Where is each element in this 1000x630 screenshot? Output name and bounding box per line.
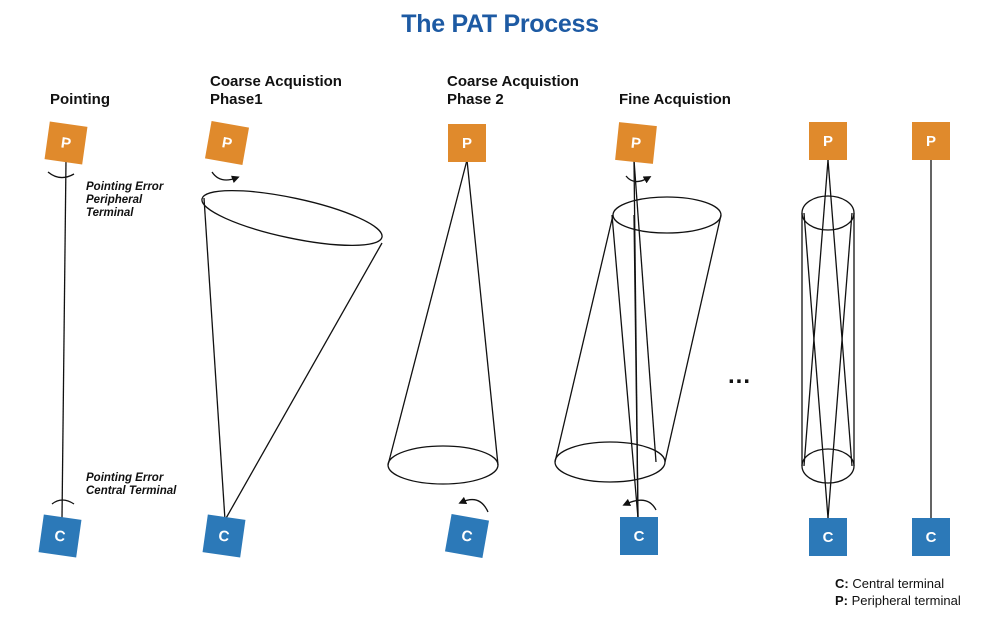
peripheral-terminal: P [448,124,486,162]
peripheral-terminal: P [44,121,88,165]
beam-cone-edge [633,159,657,463]
note-line: Pointing Error [86,472,164,484]
beam-cone-edge [466,159,499,466]
central-terminal: C [809,518,847,556]
note-line: Terminal [86,207,134,219]
beam-cone-edge [827,212,853,519]
central-terminal: C [912,518,950,556]
phase-label-line: Coarse Acquistion [210,73,342,90]
beam-cone-ellipse [201,189,383,247]
rotation-arrow-icon [458,496,489,513]
beam-cone-edge [203,197,226,521]
peripheral-terminal: P [912,122,950,160]
central-terminal: C [38,514,82,558]
note-line: Peripheral [86,194,143,206]
central-terminal: C [202,514,246,558]
phase-label-fine: Fine Acquistion [619,91,731,109]
peripheral-terminal: P [204,120,250,166]
phase-label-line: Phase 2 [447,91,504,108]
legend-key: P: [835,593,848,608]
beam-cone-ellipse [612,196,722,234]
diagram-title: The PAT Process [401,10,599,38]
beam-cone-edge [803,159,829,467]
peripheral-terminal: P [615,122,657,164]
legend-text: Peripheral terminal [851,593,961,608]
phase-label-coarse-2: Coarse Acquistion Phase 2 [447,73,579,109]
phase-label-line: Phase1 [210,91,263,108]
beam-cone-ellipse [387,445,499,485]
beam-cone-edge [611,214,639,519]
central-terminal: C [444,513,490,559]
phase-label-line: Pointing [50,91,110,108]
beam-cone-edge [827,159,853,467]
phase-label-coarse-1: Coarse Acquistion Phase1 [210,73,342,109]
pointing-beam-line [61,159,67,519]
rotation-arrow-icon [622,498,657,511]
beam-cone-edge [554,214,614,463]
beam-cone-ellipse [554,441,666,483]
legend-key: C: [835,576,849,591]
legend-entry-central: C: Central terminal [835,575,961,592]
beam-cone-ellipse [801,195,855,231]
beam-cone-edge [387,159,468,466]
legend: C: Central terminal P: Peripheral termin… [835,575,961,609]
note-line: Pointing Error [86,181,164,193]
beam-cone-edge [664,214,722,463]
note-central-error: Pointing Error Central Terminal [86,472,176,498]
rotation-arrow-icon [211,171,240,184]
legend-entry-peripheral: P: Peripheral terminal [835,592,961,609]
rotation-arc-icon [51,499,75,505]
ellipsis-dots: ... [728,362,752,389]
rotation-arc-icon [47,171,75,179]
peripheral-terminal: P [809,122,847,160]
beam-cone-edge [633,214,639,519]
note-line: Central Terminal [86,485,177,497]
legend-text: Central terminal [852,576,945,591]
phase-label-line: Coarse Acquistion [447,73,579,90]
beam-cone-ellipse [801,448,855,484]
beam-cone-edge [803,212,829,519]
central-terminal: C [620,517,658,555]
phase-label-line: Fine Acquistion [619,91,731,108]
note-peripheral-error: Pointing Error Peripheral Terminal [86,181,163,220]
beam-cone-edge [224,242,383,521]
phase-label-pointing: Pointing [50,91,110,109]
rotation-arrow-icon [625,175,652,184]
